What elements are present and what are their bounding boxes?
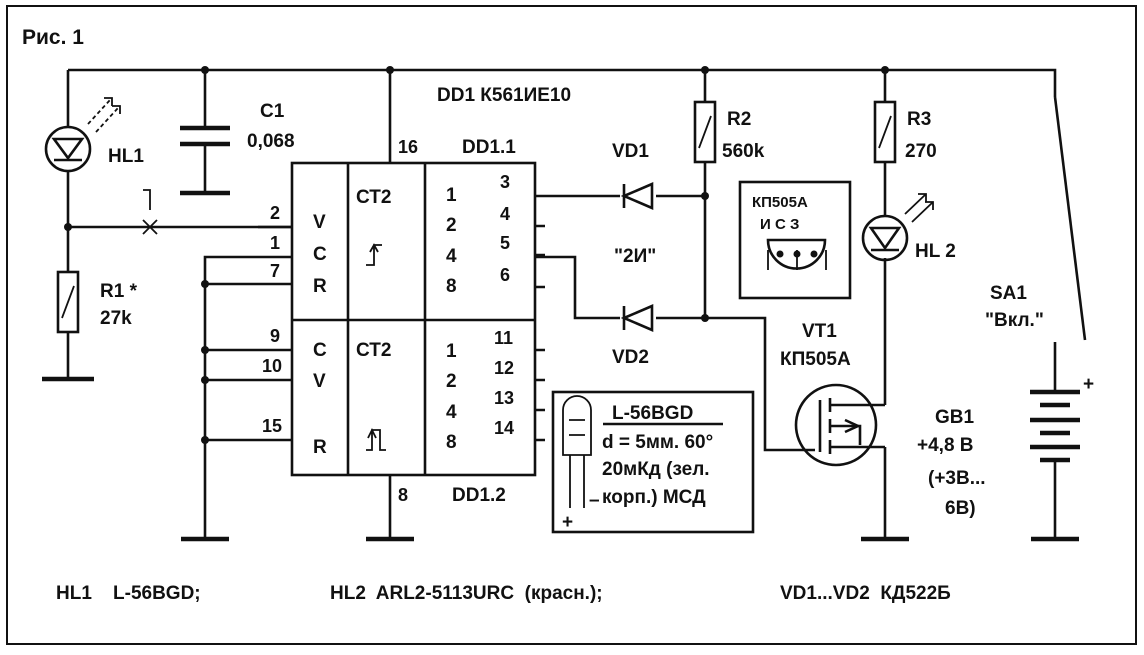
counter-label-upper: СТ2 [356,187,391,208]
junction-dot [201,280,209,288]
pin-num: 2 [270,203,280,223]
dd1-chip-body [290,70,537,542]
figure-title: Рис. 1 [22,26,84,49]
vd2-wire [535,255,705,320]
vd2-diode-symbol [620,304,654,332]
led-info-plus: + [562,512,573,533]
pin-num: 4 [500,204,510,224]
sa1-switch-symbol [1053,96,1087,392]
weight-label: 1 [446,341,457,362]
vd1-diode-symbol [620,182,654,210]
r1-ref: R1 * [100,281,138,302]
weight-label: 4 [446,246,457,267]
left-ground-bus [203,255,258,538]
r3-ref: R3 [907,109,931,130]
output-pin-stubs [535,224,545,442]
pin-num: 1 [270,233,280,253]
r3-value: 270 [905,141,937,162]
c1-ref: C1 [260,101,285,122]
pin-num: 12 [494,358,514,378]
c1-value: 0,068 [247,131,295,152]
pin-func: R [313,276,327,297]
led-info-line2: 20мКд (зел. [602,459,710,480]
pin-num: 9 [270,326,280,346]
pin-num: 14 [494,418,514,438]
gb1-battery-symbol [1030,389,1080,542]
led-info-box [551,390,755,534]
vd1-label: VD1 [612,141,649,162]
pin-func: C [313,340,327,361]
legend-hl2: HL2 ARL2-5113URC (красн.); [330,583,603,604]
legend-hl1: HL1 L-56BGD; [56,583,201,604]
dd1-1-label: DD1.1 [462,137,516,158]
junction-dot [201,436,209,444]
pin-num: 7 [270,261,280,281]
hl1-label: HL1 [108,146,144,167]
pin-num: 13 [494,388,514,408]
pin-func: V [313,371,326,392]
weight-label: 8 [446,276,457,297]
c1-capacitor-symbol [180,70,230,196]
hl2-led-symbol [861,193,934,262]
vt1-type: КП505А [780,349,851,370]
vt1-ref: VT1 [802,321,837,342]
gb1-voltage: +4,8 В [917,435,974,456]
junction-dot [201,346,209,354]
pin-num: 3 [500,172,510,192]
sa1-label: "Вкл." [985,310,1044,331]
and-gate-label: "2И" [614,246,656,267]
transistor-pinout-box [738,180,852,300]
dd1-2-label: DD1.2 [452,485,506,506]
hl2-label: HL 2 [915,241,956,262]
dd1-chip-name: DD1 К561ИЕ10 [437,85,571,106]
led-info-line1: d = 5мм. 60° [602,432,713,453]
legend-vd: VD1...VD2 КД522Б [780,583,951,604]
pinout-title: КП505А [752,194,808,211]
vt1-gate-wire [705,316,815,452]
pin-vdd: 16 [398,137,418,157]
pin-num: 5 [500,233,510,253]
rising-edge-trigger-icon [366,243,382,266]
pin-num: 11 [494,328,513,348]
pin-gnd: 8 [398,485,408,505]
r2-resistor-symbol [693,70,717,318]
junction-dot [201,376,209,384]
positive-rail [68,68,1057,97]
sa1-ref: SA1 [990,283,1027,304]
counter-label-lower: СТ2 [356,340,391,361]
weight-label: 8 [446,432,457,453]
input-pin-stubs [258,225,292,442]
gb1-ref: GB1 [935,407,975,428]
r2-ref: R2 [727,109,751,130]
test-point-marker [142,189,158,235]
gb1-range-1: (+3В... [928,468,986,489]
vt1-mosfet-symbol [794,258,909,542]
led-info-minus: – [589,490,600,511]
hl1-led-symbol [44,70,121,227]
gb1-range-2: 6В) [945,498,976,519]
r2-value: 560k [722,141,765,162]
pin-func: C [313,244,327,265]
r1-resistor-symbol [42,227,94,382]
pinout-pins: И С З [760,216,799,233]
led-info-line3: корп.) МСД [602,487,706,508]
weight-label: 2 [446,215,457,236]
pulse-trigger-icon [366,427,386,451]
pin-num: 6 [500,265,510,285]
weight-label: 1 [446,185,457,206]
gb1-plus: + [1083,374,1094,395]
vd2-label: VD2 [612,347,649,368]
r1-value: 27k [100,308,132,329]
figure-frame [6,5,1137,645]
pin-func: V [313,212,326,233]
pin-func: R [313,437,327,458]
pin-num: 15 [262,416,282,436]
pin-num: 10 [262,356,282,376]
weight-label: 4 [446,402,457,423]
r3-resistor-symbol [873,70,897,216]
led-info-title: L-56BGD [612,403,693,424]
weight-label: 2 [446,371,457,392]
